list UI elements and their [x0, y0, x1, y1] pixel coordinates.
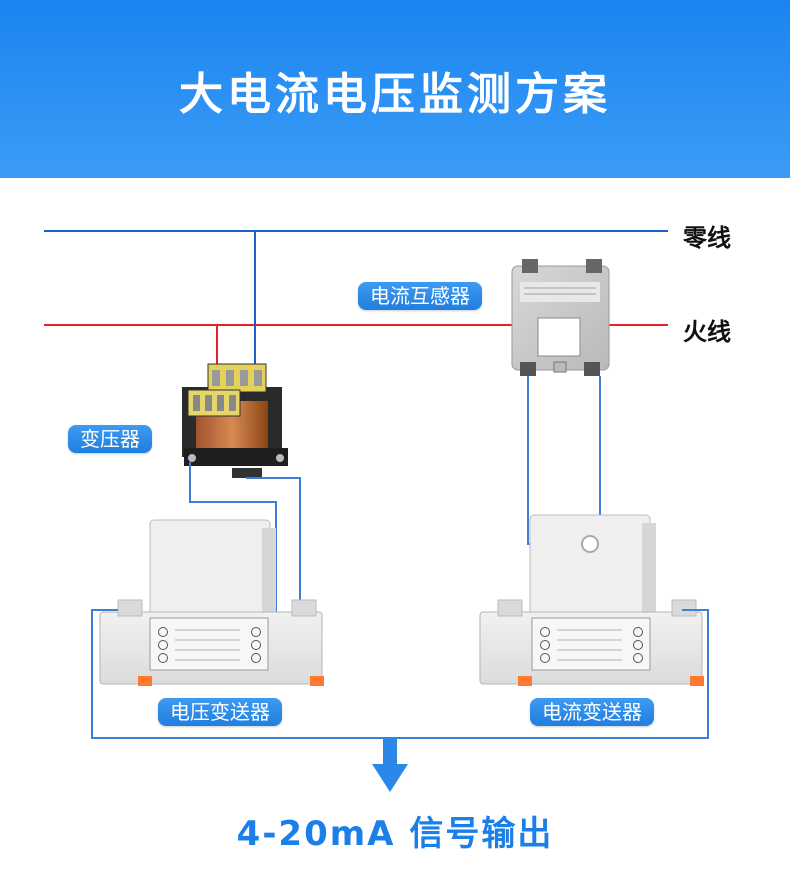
current-transmitter-tag: 电流变送器 — [530, 698, 654, 726]
header-banner: 大电流电压监测方案 — [0, 0, 790, 178]
voltage-transmitter-tag: 电压变送器 — [158, 698, 282, 726]
voltage-transmitter-module — [99, 519, 324, 686]
neutral-wire-label: 零线 — [683, 224, 731, 252]
current-transformer-tag: 电流互感器 — [358, 282, 482, 310]
transformer-tag: 变压器 — [68, 425, 152, 453]
vt-lead-2 — [246, 477, 301, 620]
output-signal-label: 4-20mA 信号输出 — [236, 814, 554, 854]
current-transmitter-module — [479, 514, 704, 686]
live-wire-label: 火线 — [683, 318, 731, 346]
current-transformer — [511, 259, 610, 376]
page-title: 大电流电压监测方案 — [179, 69, 611, 120]
output-signal-loop — [91, 609, 709, 739]
down-arrow-icon — [372, 738, 408, 792]
transformer — [182, 363, 288, 478]
